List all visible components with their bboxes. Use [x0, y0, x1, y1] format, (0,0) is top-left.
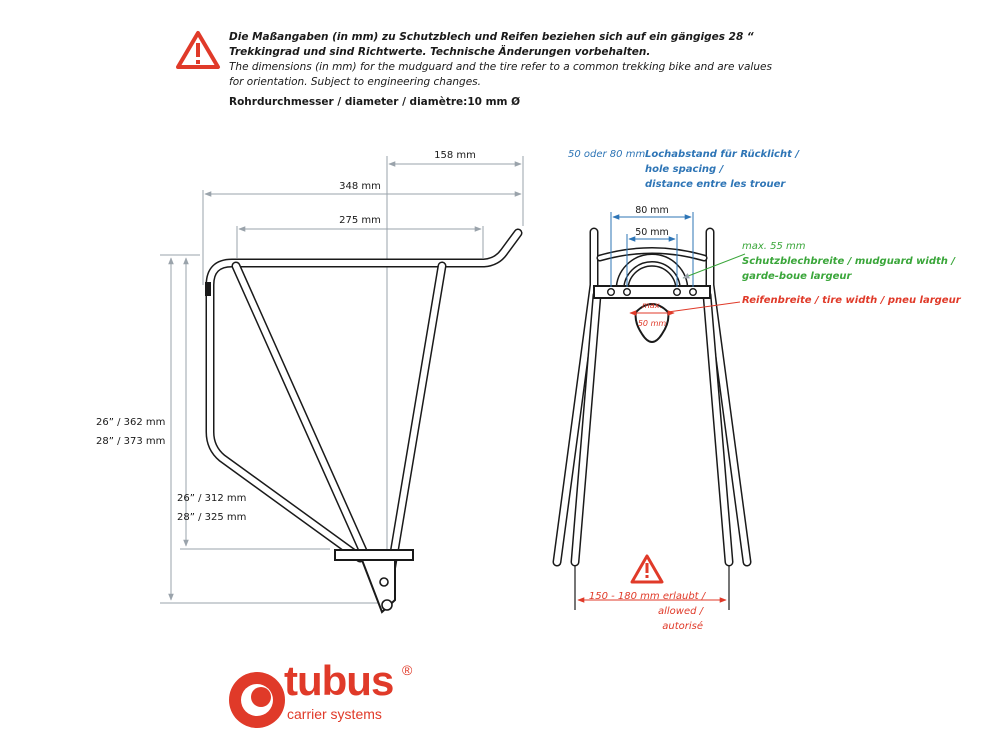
tire-max-label-1: max.	[642, 301, 662, 310]
side-dimension-lines	[160, 156, 524, 604]
hole-spacing-values: 50 oder 80 mm	[568, 149, 645, 160]
mudguard-label-2: garde-boue largeur	[742, 271, 853, 282]
tire-label: Reifenbreite / tire width / pneu largeur	[742, 295, 962, 306]
side-mount-plate	[360, 559, 396, 614]
notice-english: The dimensions (in mm) for the mudguard …	[229, 61, 772, 88]
tire-max-label-2: 50 mm	[638, 319, 667, 328]
side-mount-tab	[205, 282, 211, 296]
notice-text: Die Maßangaben (in mm) zu Schutzblech un…	[229, 30, 789, 110]
tube-diameter: Rohrdurchmesser / diameter / diamètre:10…	[229, 96, 521, 108]
mudguard-max-label: max. 55 mm	[742, 241, 806, 252]
light-mount-bar	[593, 285, 711, 299]
hole-spacing-label-3: distance entre les trouer	[645, 179, 786, 190]
hole-spacing-dimensions	[610, 212, 694, 287]
dim-348-label: 348 mm	[339, 181, 381, 192]
height-inner-28-label: 28” / 325 mm	[177, 512, 246, 523]
logo-registered: ®	[402, 662, 413, 678]
logo-tagline: carrier systems	[287, 706, 382, 722]
warning-icon	[176, 31, 220, 69]
tubus-logo-mark	[229, 672, 285, 728]
mudguard-leader	[682, 253, 746, 279]
hole-spacing-label-2: hole spacing /	[645, 164, 725, 175]
mount-hole-80-right	[689, 288, 698, 297]
mount-hole-50-left	[623, 288, 632, 297]
side-mount-hole-upper	[379, 577, 389, 587]
dim-158-label: 158 mm	[434, 150, 476, 161]
rear-rack-frame	[552, 227, 752, 567]
side-rack-frame	[205, 228, 523, 576]
dim-275-label: 275 mm	[339, 215, 381, 226]
width-allowed-label-3: autorisé	[662, 620, 703, 632]
width-allowed-label-1: 150 - 180 mm erlaubt /	[589, 591, 707, 602]
mount-hole-50-right	[673, 288, 682, 297]
mudguard-label-1: Schutzblechbreite / mudguard width /	[742, 256, 956, 267]
side-mount-eyelet	[381, 599, 393, 611]
dim-80-label: 80 mm	[635, 205, 669, 216]
width-allowed-label-2: allowed /	[658, 606, 705, 617]
tire-leader	[667, 301, 741, 313]
height-outer-26-label: 26” / 362 mm	[96, 417, 165, 428]
hole-spacing-label-1: Lochabstand für Rücklicht /	[645, 149, 800, 160]
side-crossbar	[334, 549, 414, 561]
height-inner-26-label: 26” / 312 mm	[177, 493, 246, 504]
side-view: 158 mm 348 mm 275 mm 26” / 362 mm 28” / …	[96, 150, 524, 614]
rear-view: 80 mm 50 mm 50 oder 80 mm Lochabstand fü…	[552, 149, 962, 632]
rear-warning-icon	[630, 554, 664, 584]
height-outer-28-label: 28” / 373 mm	[96, 436, 165, 447]
logo-brand: tubus	[284, 657, 394, 704]
mount-hole-80-left	[607, 288, 616, 297]
dim-50-label: 50 mm	[635, 227, 669, 238]
notice-german: Die Maßangaben (in mm) zu Schutzblech un…	[229, 31, 754, 58]
